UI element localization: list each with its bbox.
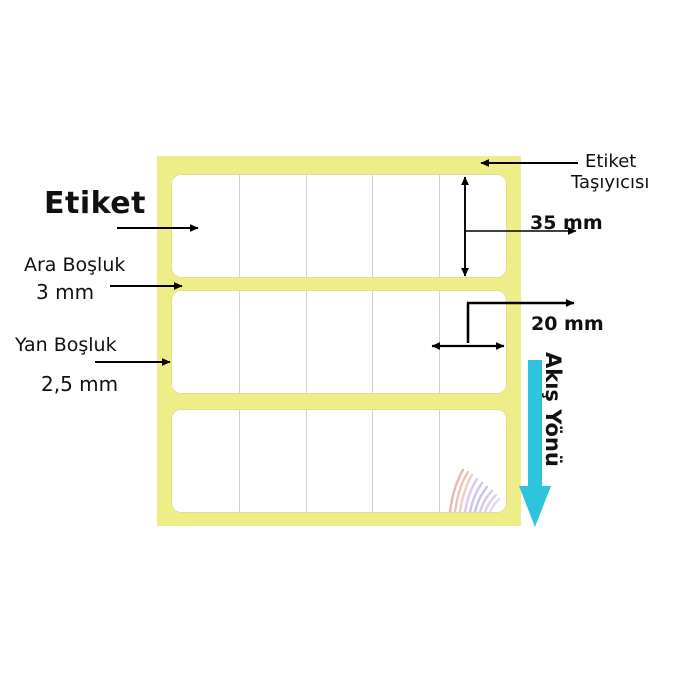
ara-bosluk-label: Ara Boşluk (24, 254, 126, 276)
flow-direction-label: Akış Yönü (541, 352, 565, 467)
cell-divider (305, 410, 307, 512)
label-row (172, 410, 506, 512)
cell-divider (372, 410, 374, 512)
ara-bosluk-value: 3 mm (36, 280, 95, 304)
watermark-graphic (444, 450, 502, 512)
cell-divider (439, 291, 441, 393)
cell-divider (372, 175, 374, 277)
cell-divider (439, 175, 441, 277)
yan-bosluk-label: Yan Boşluk (15, 334, 117, 356)
cell-divider (305, 175, 307, 277)
cell-divider (238, 175, 240, 277)
cell-divider (439, 410, 441, 512)
cell-divider (372, 291, 374, 393)
cell-divider (238, 291, 240, 393)
width-dimension-label: 20 mm (531, 313, 604, 335)
yan-bosluk-value: 2,5 mm (41, 372, 119, 396)
label-row (172, 175, 506, 277)
etiket-tasiyicisi-label: Etiket Taşıyıcısı (571, 151, 649, 193)
carrier-label-line1: Etiket (585, 151, 637, 172)
etiket-label: Etiket (44, 186, 146, 221)
height-dimension-label: 35 mm (530, 212, 603, 234)
carrier-label-line2: Taşıyıcısı (571, 172, 650, 194)
cell-divider (238, 410, 240, 512)
label-row (172, 291, 506, 393)
cell-divider (305, 291, 307, 393)
